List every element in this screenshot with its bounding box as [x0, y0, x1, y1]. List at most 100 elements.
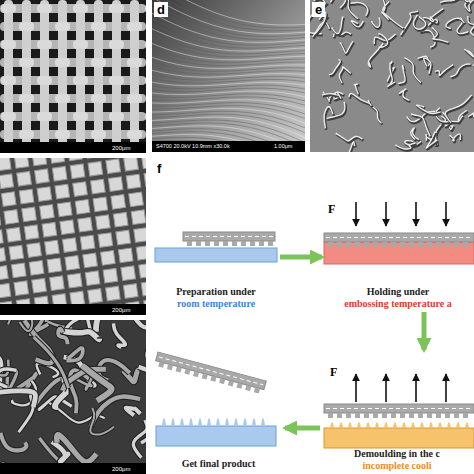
- force-arrow: [445, 374, 447, 402]
- mold-tooth: [355, 242, 360, 247]
- square: [70, 164, 85, 179]
- wire: [109, 40, 124, 49]
- wrinkle: [468, 16, 474, 37]
- square: [40, 205, 55, 220]
- mold-tooth: [167, 364, 173, 370]
- square: [106, 159, 121, 174]
- wire: [0, 4, 146, 13]
- force-arrow: [385, 202, 387, 226]
- mold-tooth: [245, 385, 251, 391]
- pillar: [357, 422, 361, 428]
- pillar: [402, 422, 406, 428]
- scale-text: 200μm: [112, 145, 130, 151]
- fibre-shadow: [139, 350, 146, 370]
- pillar: [465, 422, 469, 428]
- wrinkle: [330, 0, 343, 2]
- mold-tooth: [436, 242, 441, 247]
- mold-tooth: [254, 387, 260, 393]
- pillar: [180, 418, 184, 426]
- square: [60, 220, 75, 235]
- square: [6, 227, 21, 242]
- wire: [37, 112, 52, 121]
- square: [108, 177, 123, 192]
- wrinkle: [468, 113, 474, 118]
- square: [17, 171, 32, 186]
- pillar: [384, 422, 388, 428]
- mold-tooth: [427, 413, 432, 418]
- square: [98, 233, 113, 248]
- substrate-hot: [324, 242, 474, 264]
- mold-tooth: [346, 413, 351, 418]
- wire: [73, 112, 88, 121]
- square: [139, 263, 146, 278]
- wrinkle: [336, 133, 363, 141]
- wire: [37, 76, 52, 85]
- force-label: F: [330, 366, 337, 378]
- mold-tooth: [454, 413, 459, 418]
- stage-caption: Holding under: [367, 286, 430, 298]
- square: [88, 161, 103, 176]
- square: [62, 238, 77, 253]
- pillar: [207, 418, 211, 426]
- ridge: [152, 94, 305, 102]
- sem-mesh: [0, 0, 146, 153]
- square: [96, 215, 111, 230]
- mold-tooth: [328, 413, 333, 418]
- mold-tooth: [187, 241, 192, 246]
- force-arrow: [415, 374, 417, 402]
- ridge: [152, 51, 305, 65]
- mold-tooth: [436, 413, 441, 418]
- mold-tooth: [337, 242, 342, 247]
- wire: [145, 112, 146, 121]
- wrinkle: [430, 8, 443, 21]
- info-bar: [0, 142, 146, 153]
- scale-text: 200μm: [112, 307, 130, 313]
- wrinkle: [445, 95, 471, 123]
- wire: [37, 40, 52, 49]
- square: [22, 207, 37, 222]
- fibre-shadow: [135, 320, 146, 329]
- fibre: [64, 332, 99, 340]
- wire: [0, 94, 146, 103]
- fibre: [82, 365, 112, 400]
- mold-tooth: [454, 242, 459, 247]
- square: [111, 195, 126, 210]
- fibre-shadow: [90, 408, 114, 435]
- wrinkle: [372, 17, 380, 27]
- pillar: [411, 422, 415, 428]
- square: [113, 212, 128, 227]
- sem-closeup: [152, 0, 305, 152]
- process-stage: Holding underembossing temperature a: [322, 198, 474, 312]
- wrinkle-shadow: [331, 0, 344, 4]
- wire: [127, 22, 142, 31]
- square: [14, 281, 29, 296]
- wrinkle: [326, 102, 345, 118]
- square: [118, 248, 133, 263]
- fibre: [66, 348, 82, 361]
- wrinkle: [449, 134, 460, 141]
- ridge: [152, 0, 305, 31]
- mold-tooth: [328, 242, 333, 247]
- ridge: [152, 42, 305, 60]
- ridge: [152, 61, 305, 72]
- square: [50, 276, 65, 291]
- square: [1, 192, 16, 207]
- fibre: [92, 320, 103, 332]
- square: [32, 158, 47, 166]
- square: [0, 158, 11, 171]
- wire: [127, 94, 142, 103]
- ridge: [152, 137, 305, 152]
- fibre-shadow: [66, 348, 82, 361]
- wire: [19, 22, 34, 31]
- mold-tooth: [391, 242, 396, 247]
- stage-caption: incomplete cooli: [362, 460, 431, 472]
- panel-letter: f: [154, 161, 164, 176]
- scale-text: 200μm: [112, 466, 130, 472]
- info-bar: [0, 463, 146, 474]
- ridge: [152, 1, 305, 37]
- pillar: [447, 422, 451, 428]
- wrinkle: [332, 16, 343, 33]
- fibre: [57, 435, 97, 462]
